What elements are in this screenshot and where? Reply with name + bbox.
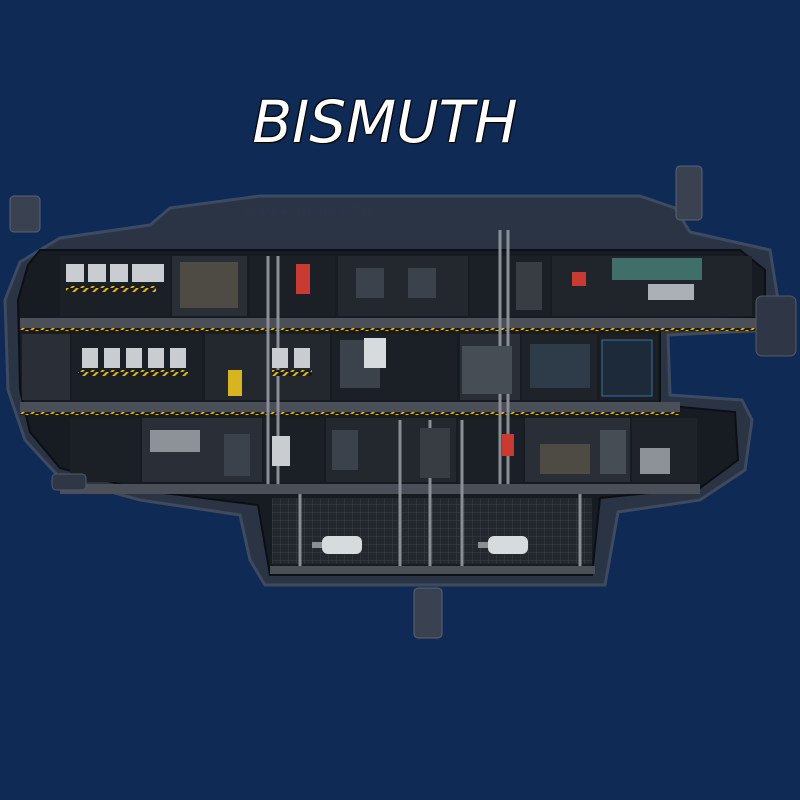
lower-equipment (150, 428, 670, 478)
hull-marking: A19 ▸ BISMUTH (245, 202, 373, 220)
turret-icon (9, 165, 703, 639)
middle-equipment (78, 338, 653, 397)
control-panels (66, 258, 702, 310)
deck-floors (20, 318, 765, 574)
submarine-name-title: BISMUTH (252, 88, 518, 156)
ballast-room (272, 498, 592, 564)
reactor-icon (312, 536, 528, 554)
docking-port-icon (51, 295, 797, 491)
